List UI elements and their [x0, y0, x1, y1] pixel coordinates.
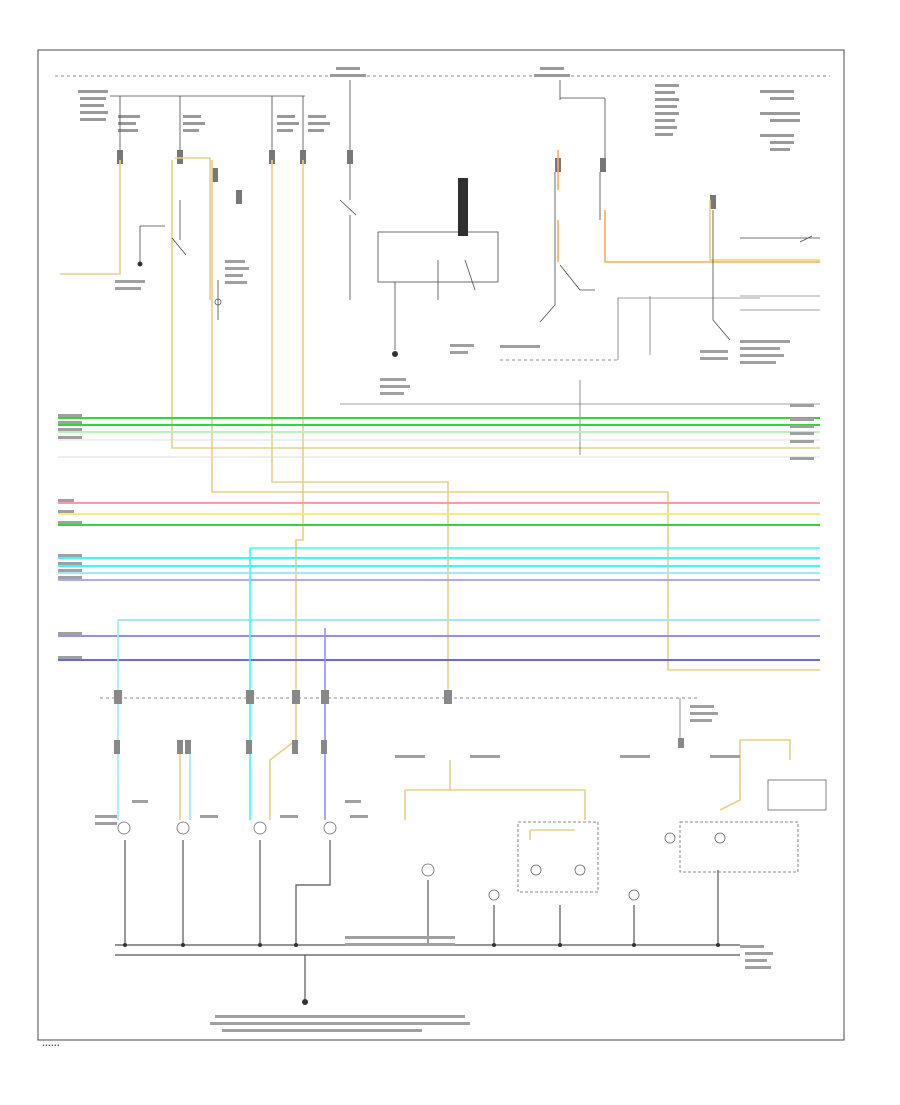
relay-module [339, 164, 820, 455]
bottom-section [58, 260, 827, 1032]
harness-bundle [58, 417, 820, 661]
lamps [117, 779, 827, 901]
bottom-labels [58, 260, 814, 1032]
tan-wires [60, 157, 820, 695]
orange-wires [557, 150, 820, 263]
ground-symbol [123, 943, 720, 1005]
top-connectors [117, 150, 716, 209]
harness-drops [117, 540, 820, 695]
lamp-connectors [114, 690, 684, 754]
left-switches [137, 200, 222, 320]
top-section [60, 67, 820, 695]
page-marker: •••••• [42, 1043, 60, 1049]
lamp-drops [117, 698, 791, 840]
fuse-labels [78, 67, 800, 151]
diagram-border [37, 49, 845, 1041]
